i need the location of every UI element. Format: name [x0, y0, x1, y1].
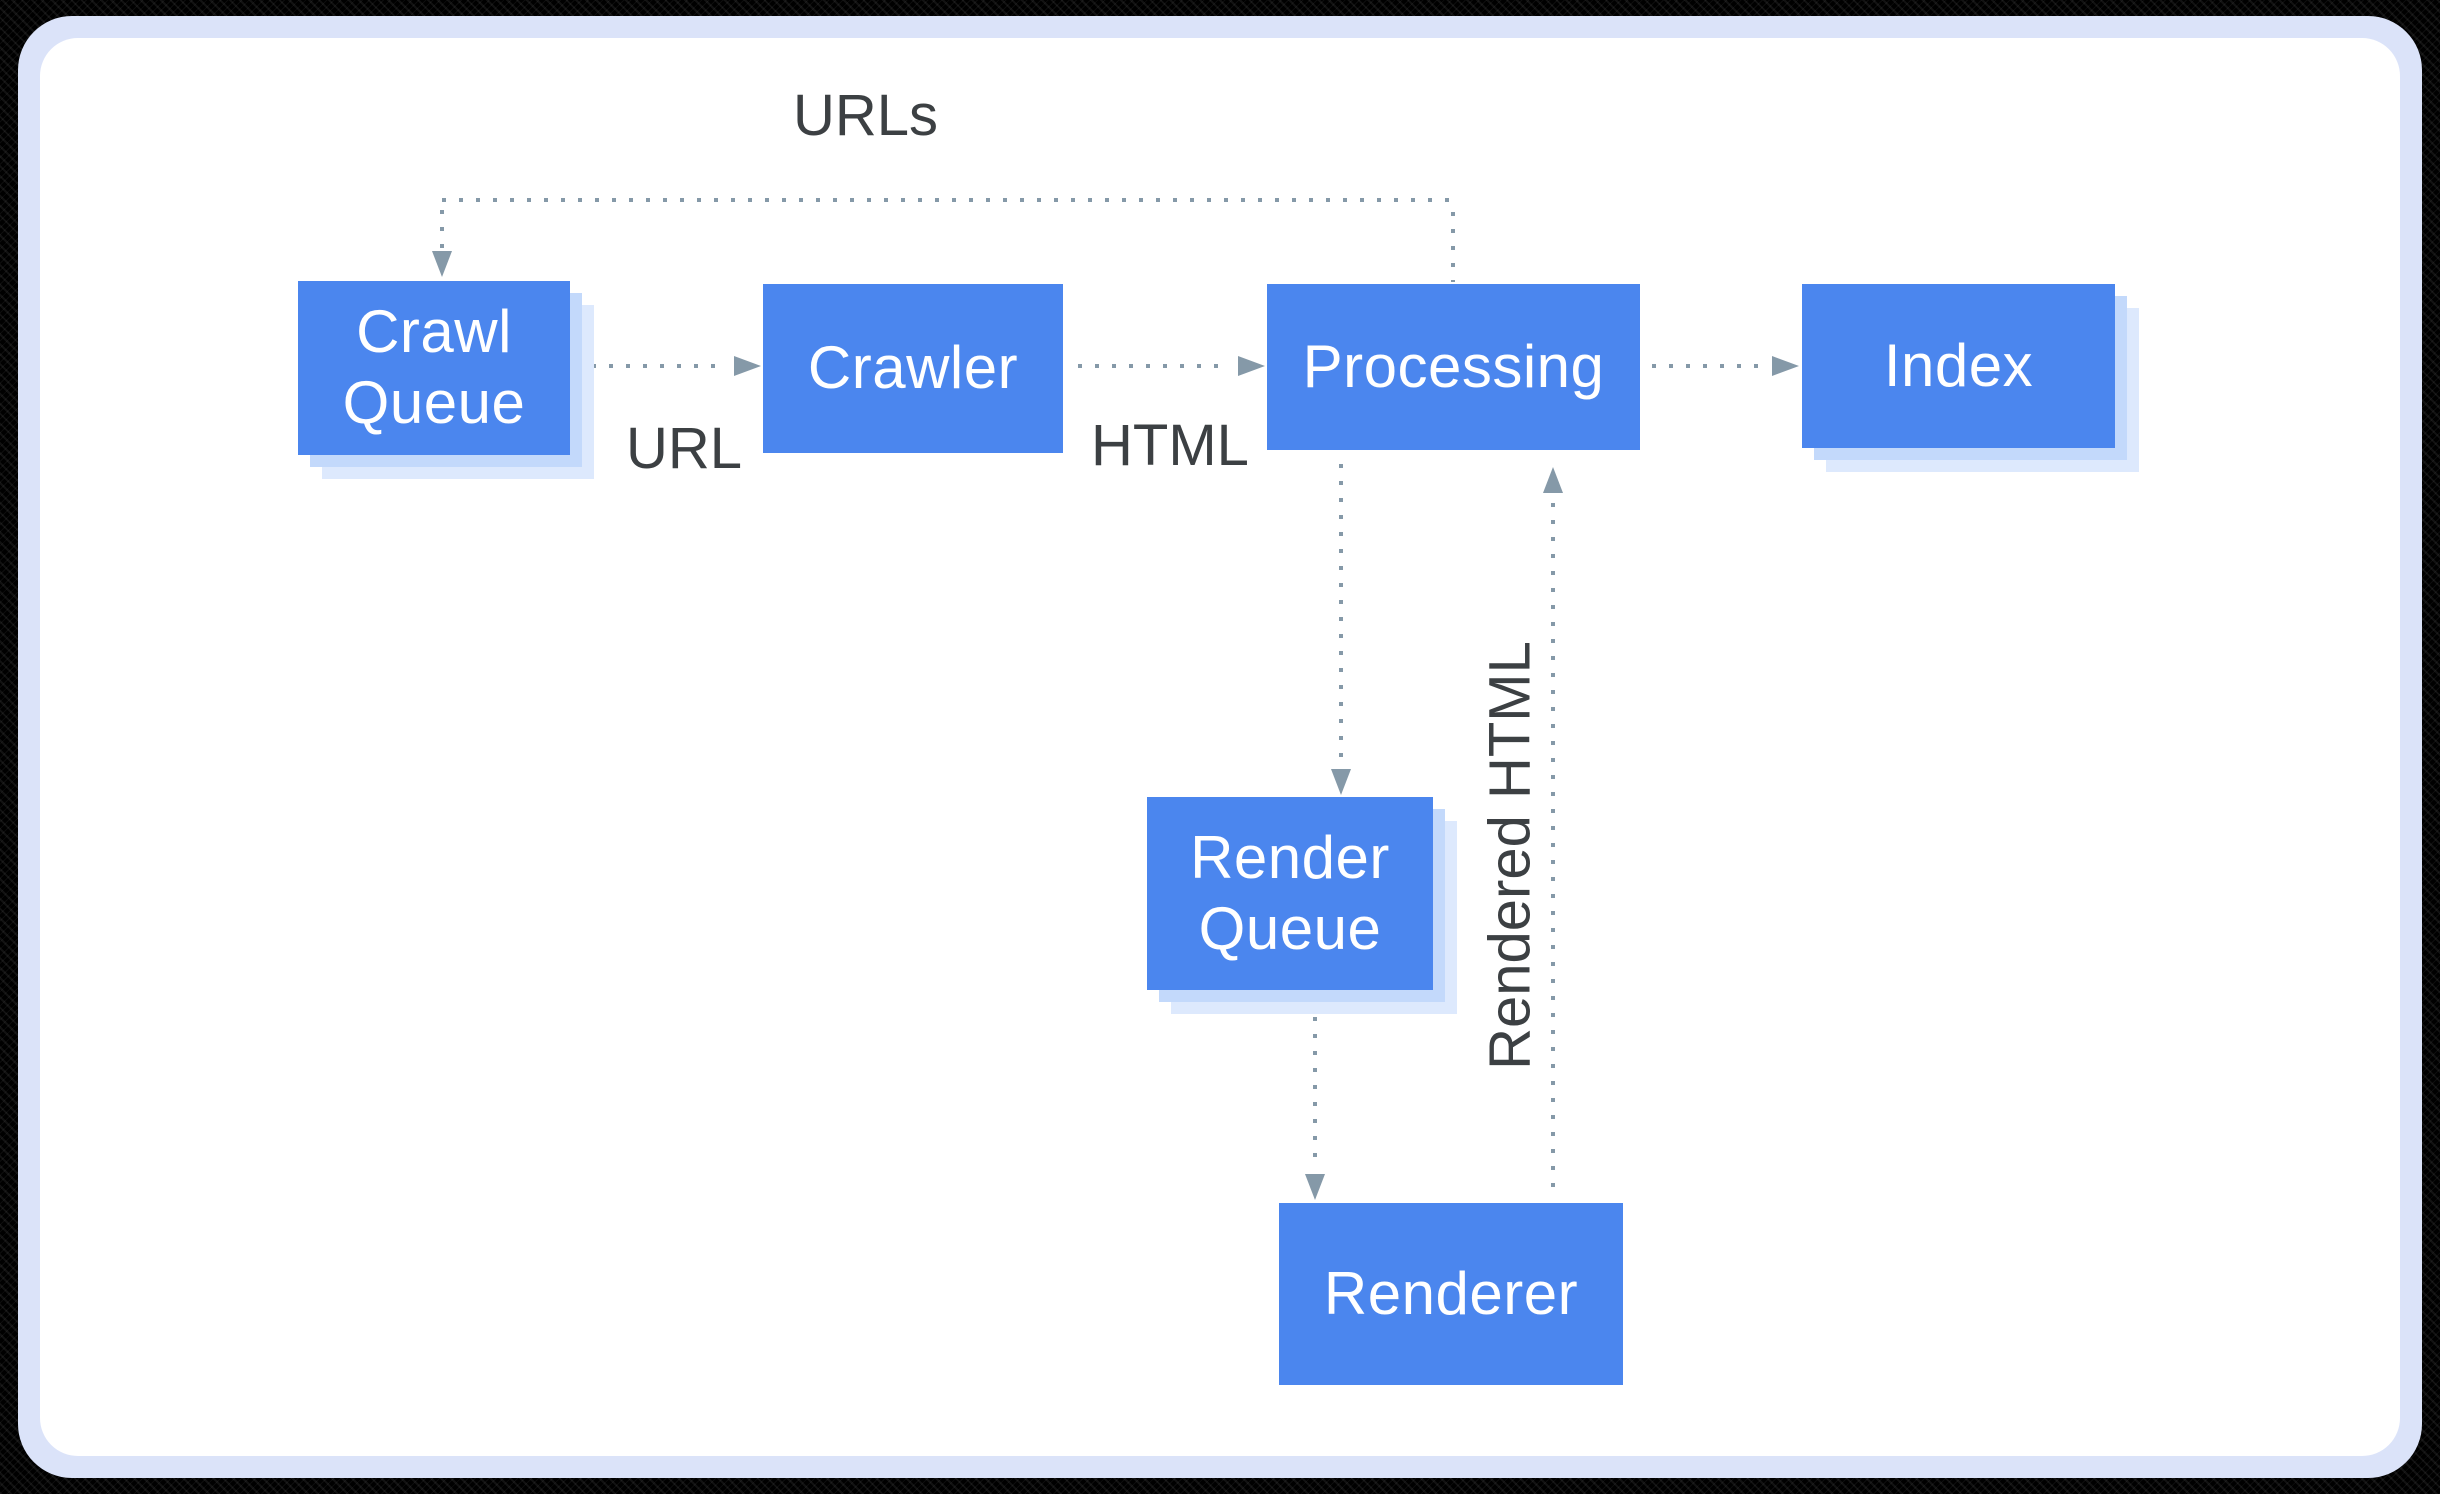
connector-render-queue-to-renderer — [1313, 1000, 1317, 1168]
edge-label-rendered-html: Rendered HTML — [1477, 641, 1543, 1070]
node-processing: Processing — [1267, 284, 1640, 450]
arrowhead-into-crawler-icon — [734, 356, 761, 376]
node-crawler: Crawler — [763, 284, 1063, 453]
arrowhead-up-into-processing-icon — [1543, 467, 1563, 493]
node-index: Index — [1802, 284, 2115, 448]
arrowhead-into-processing-icon — [1238, 356, 1265, 376]
connector-renderer-to-processing — [1551, 503, 1555, 1197]
edge-label-url: URL — [626, 416, 743, 481]
arrowhead-into-render-queue-icon — [1331, 769, 1351, 795]
arrowhead-into-index-icon — [1772, 356, 1799, 376]
node-crawl-queue: Crawl Queue — [298, 281, 570, 455]
node-render-queue: Render Queue — [1147, 797, 1433, 990]
connector-processing-to-index — [1652, 364, 1768, 368]
connector-urls-feedback-from-processing — [1451, 212, 1455, 282]
diagram-card — [40, 38, 2400, 1456]
connector-crawler-to-processing — [1078, 364, 1230, 368]
connector-crawl-queue-to-crawler — [592, 364, 726, 368]
edge-label-urls: URLs — [793, 83, 939, 148]
node-renderer: Renderer — [1279, 1203, 1623, 1385]
arrowhead-down-into-crawl-queue-icon — [432, 251, 452, 277]
connector-urls-feedback-to-crawl-queue — [440, 210, 444, 248]
connector-urls-feedback-horizontal — [442, 198, 1456, 202]
edge-label-html: HTML — [1091, 413, 1249, 478]
arrowhead-into-renderer-icon — [1305, 1174, 1325, 1200]
connector-processing-to-render-queue — [1339, 464, 1343, 760]
